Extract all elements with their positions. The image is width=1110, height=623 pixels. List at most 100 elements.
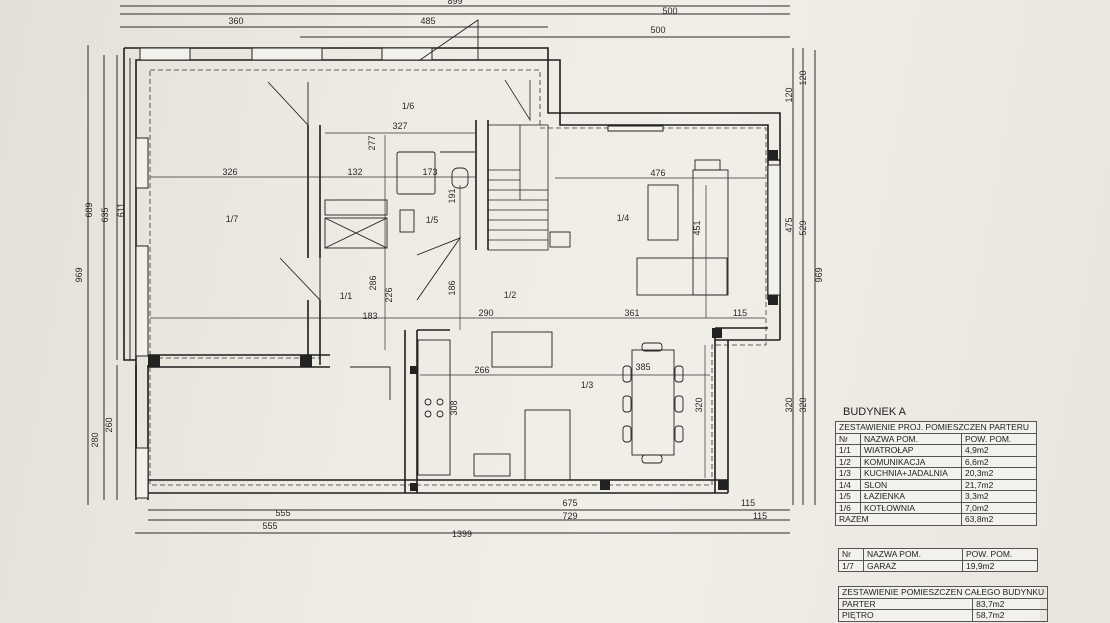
ground-floor-table: ZESTAWIENIE PROJ. POMIESZCZEN PARTERU Nr…	[835, 421, 1037, 526]
room-label: 1/1	[340, 291, 353, 301]
staircase	[487, 79, 549, 251]
dim-label-inner: 191	[447, 188, 457, 203]
table-cell: SLON	[860, 478, 962, 491]
dim-label-inner: 132	[347, 167, 362, 177]
dim-label-inner: 327	[392, 121, 407, 131]
table-cell: 3,3m2	[961, 490, 1037, 503]
table-cell: 1/6	[835, 501, 861, 514]
dim-label-left: 260	[104, 417, 114, 432]
table-cell: KOTŁOWNIA	[860, 501, 962, 514]
dim-label-inner: 173	[422, 167, 437, 177]
dining-table	[622, 342, 684, 464]
table-cell: GARAŻ	[863, 559, 963, 572]
col-nr: Nr	[838, 548, 864, 561]
dim-label-bottom: 115	[753, 511, 767, 521]
dim-label-inner: 183	[362, 311, 377, 321]
building-summary-table: ZESTAWIENIE POMIESZCZEN CAŁEGO BUDYNKU P…	[837, 586, 1049, 622]
table-cell: WIATROŁAP	[860, 444, 962, 457]
dim-label-inner: 326	[222, 167, 237, 177]
dim-label-right: 475	[784, 217, 794, 232]
dim-label-bottom: 555	[275, 508, 290, 518]
dim-label-inner: 361	[624, 308, 639, 318]
room-label: 1/2	[504, 290, 517, 300]
dim-label-bottom: 675	[562, 498, 577, 508]
pillars	[148, 150, 778, 491]
kitchen-fixtures	[417, 331, 571, 481]
dim-label-inner: 290	[478, 308, 493, 318]
dim-label-inner: 186	[447, 280, 457, 295]
dim-label-left: 689	[84, 202, 94, 217]
building-table-title: ZESTAWIENIE POMIESZCZEN CAŁEGO BUDYNKU	[837, 586, 1049, 599]
dim-label-top: 360	[228, 16, 243, 26]
dim-label-top: 899	[447, 0, 462, 6]
room-label: 1/6	[402, 101, 415, 111]
table-cell: 19,9m2	[962, 559, 1038, 572]
dim-label-inner: 385	[635, 362, 650, 372]
dim-label-bottom: 1399	[452, 529, 472, 539]
total-value: 63,8m2	[961, 513, 1037, 526]
total-label: RAZEM	[835, 513, 962, 526]
dim-label-bottom: 729	[562, 511, 577, 521]
col-nr: Nr	[835, 432, 861, 445]
room-label: 1/3	[581, 380, 594, 390]
col-name: NAZWA POM.	[860, 432, 962, 445]
dim-label-right: 120	[798, 70, 808, 85]
table-cell: PIĘTRO	[837, 609, 974, 622]
sofa	[636, 159, 729, 296]
table-cell: 1/2	[835, 455, 861, 468]
table-cell: 6,6m2	[961, 455, 1037, 468]
dim-label-inner: 226	[384, 287, 394, 302]
table-cell: 20,3m2	[961, 467, 1037, 480]
ground-table-title: ZESTAWIENIE PROJ. POMIESZCZEN PARTERU	[835, 421, 1037, 434]
col-area: POW. POM.	[962, 548, 1038, 561]
table-cell: ŁAZIENKA	[860, 490, 962, 503]
col-area: POW. POM.	[961, 432, 1037, 445]
dim-label-inner: 451	[692, 220, 702, 235]
table-cell: 1/3	[835, 467, 861, 480]
dim-label-right: 969	[814, 267, 824, 282]
dim-label-inner: 277	[367, 135, 377, 150]
table-cell: 1/4	[835, 478, 861, 491]
dim-label-bottom: 555	[262, 521, 277, 531]
windows	[135, 47, 781, 499]
outer-walls	[123, 47, 781, 500]
table-cell: KUCHNIA+JADALNIA	[860, 467, 962, 480]
dim-label-right: 320	[784, 397, 794, 412]
dim-label-inner: 286	[368, 275, 378, 290]
dashed-outline	[149, 69, 767, 486]
table-cell: KOMUNIKACJA	[860, 455, 962, 468]
room-label: 1/5	[426, 215, 439, 225]
room-label: 1/4	[617, 213, 630, 223]
table-cell: 83,7m2	[972, 597, 1049, 610]
dim-label-inner: 320	[694, 397, 704, 412]
room-label: 1/7	[226, 214, 239, 224]
room-labels: 1/1 1/2 1/3 1/4 1/5 1/6 1/7	[226, 101, 630, 390]
dim-label-right: 120	[784, 87, 794, 102]
dim-label-inner: 476	[650, 168, 665, 178]
dim-label-right: 529	[798, 220, 808, 235]
table-cell: PARTER	[837, 597, 974, 610]
dim-label-left: 969	[74, 267, 84, 282]
building-title: BUDYNEK A	[843, 406, 906, 418]
dim-label-inner: 308	[449, 400, 459, 415]
dim-label-top: 485	[420, 16, 435, 26]
dim-label-right: 320	[798, 397, 808, 412]
table-cell: 7,0m2	[961, 501, 1037, 514]
table-cell: 1/5	[835, 490, 861, 503]
table-cell: 1/7	[838, 559, 864, 572]
table-cell: 21,7m2	[961, 478, 1037, 491]
dim-label-left: 611	[116, 203, 126, 217]
